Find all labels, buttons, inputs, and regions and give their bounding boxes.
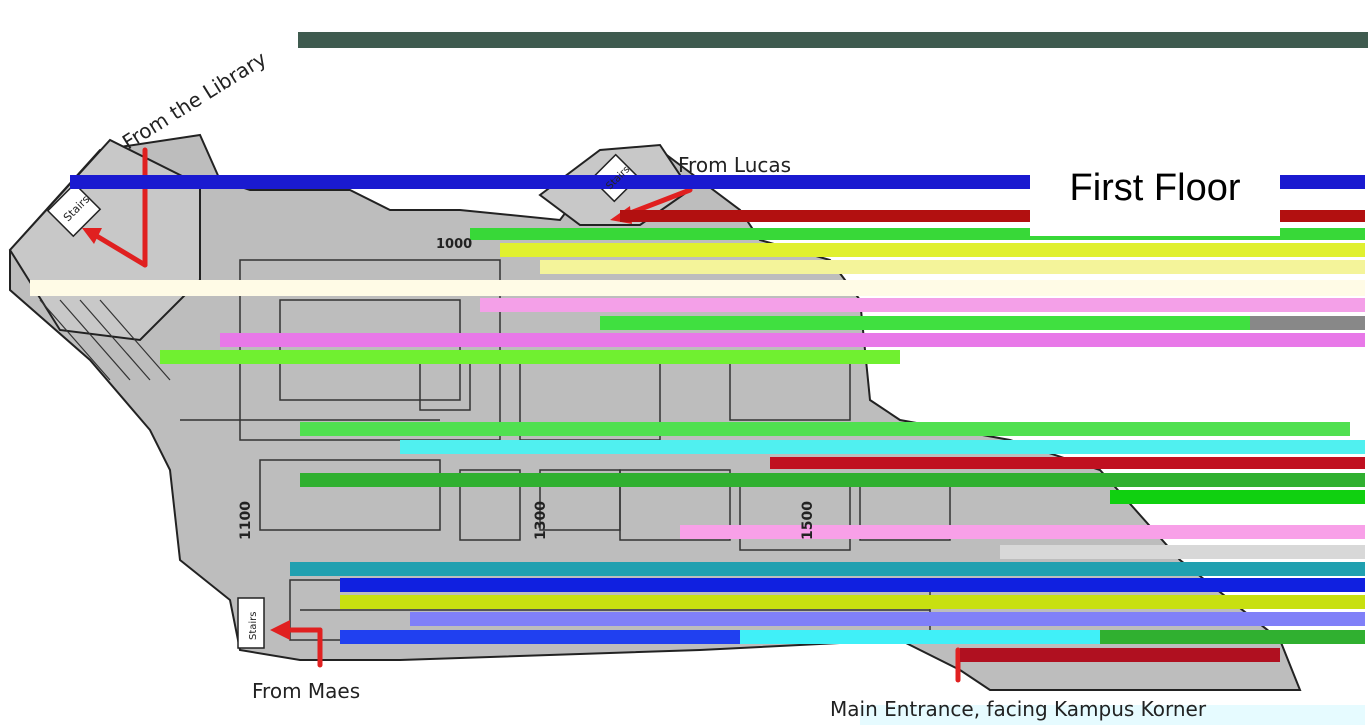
label-from-lucas: From Lucas — [678, 153, 791, 177]
wing-label-1500: 1500 — [800, 501, 816, 540]
stairs-maes-label: Stairs — [248, 612, 259, 641]
label-from-maes: From Maes — [252, 679, 360, 703]
entrance-arrows — [82, 147, 961, 683]
building-footprint — [9, 133, 1302, 691]
header-bar — [298, 32, 1368, 48]
wing-label-1000: 1000 — [436, 237, 472, 252]
wing-label-1300: 1300 — [533, 501, 549, 540]
floor-title: First Floor — [1069, 166, 1241, 209]
wing-label-1100: 1100 — [238, 501, 254, 540]
stairs-library-box — [46, 182, 102, 238]
floor-title-box: First Floor — [1030, 140, 1280, 236]
stairs-maes-box — [237, 597, 265, 649]
library-desks — [39, 299, 171, 381]
label-main-entrance: Main Entrance, facing Kampus Korner — [830, 697, 1207, 721]
